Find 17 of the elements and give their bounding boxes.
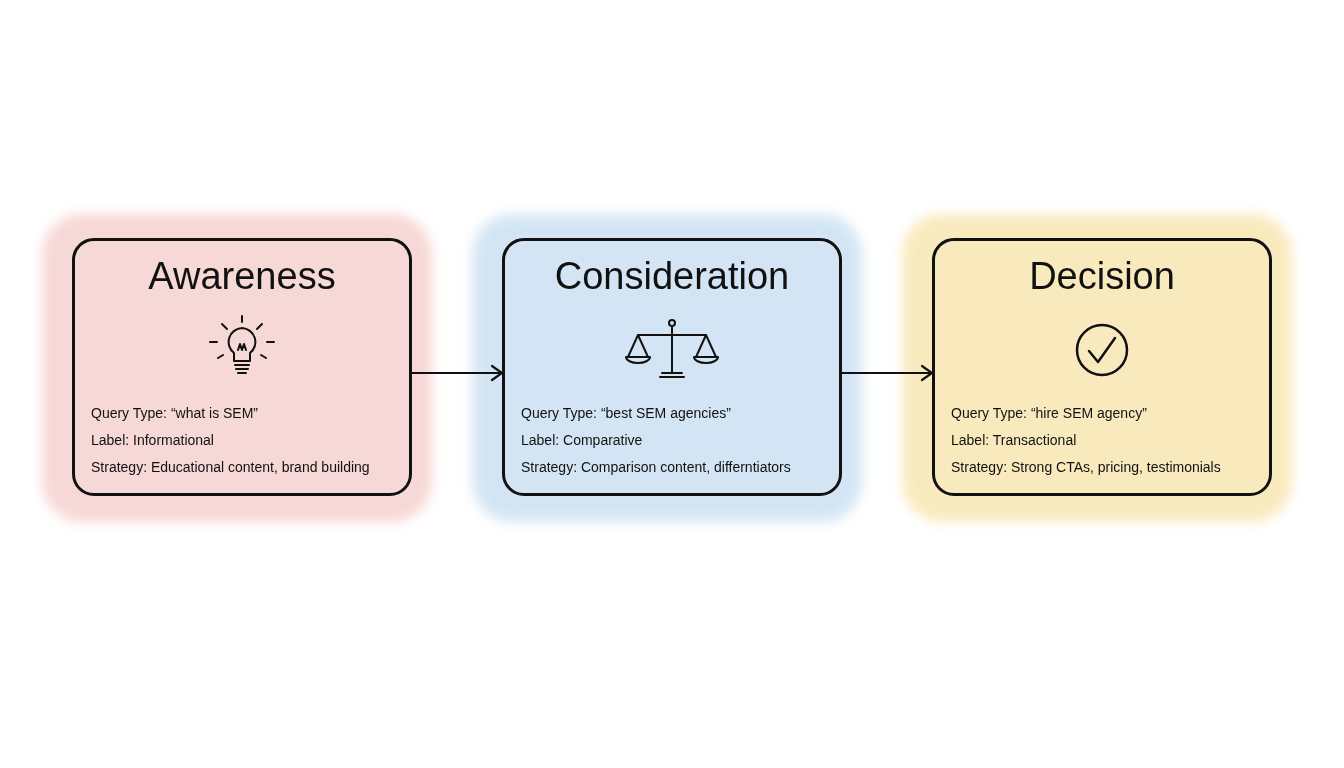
stage-detail-text: Strategy: Educational content, brand building	[91, 458, 371, 477]
stage-title: Consideration	[554, 254, 790, 299]
stage-detail-text: Label: Transactional	[951, 431, 1078, 450]
stage-detail-text: Query Type: “what is SEM”	[91, 404, 259, 423]
stage-card	[72, 238, 412, 496]
arrow	[412, 364, 504, 382]
stage-detail-text: Strategy: Strong CTAs, pricing, testimonials	[951, 458, 1222, 477]
stage-card	[502, 238, 842, 496]
stage-card	[932, 238, 1272, 496]
stage-title: Awareness	[148, 254, 336, 299]
stage-detail-text: Strategy: Comparison content, differntiators	[521, 458, 792, 477]
stage-detail-text: Query Type: “hire SEM agency”	[951, 404, 1148, 423]
stage-detail-text: Query Type: “best SEM agencies”	[521, 404, 732, 423]
stage-detail-text: Label: Comparative	[521, 431, 644, 450]
stage-detail-text: Label: Informational	[91, 431, 215, 450]
stage-title: Decision	[1029, 254, 1175, 299]
arrow	[842, 364, 934, 382]
